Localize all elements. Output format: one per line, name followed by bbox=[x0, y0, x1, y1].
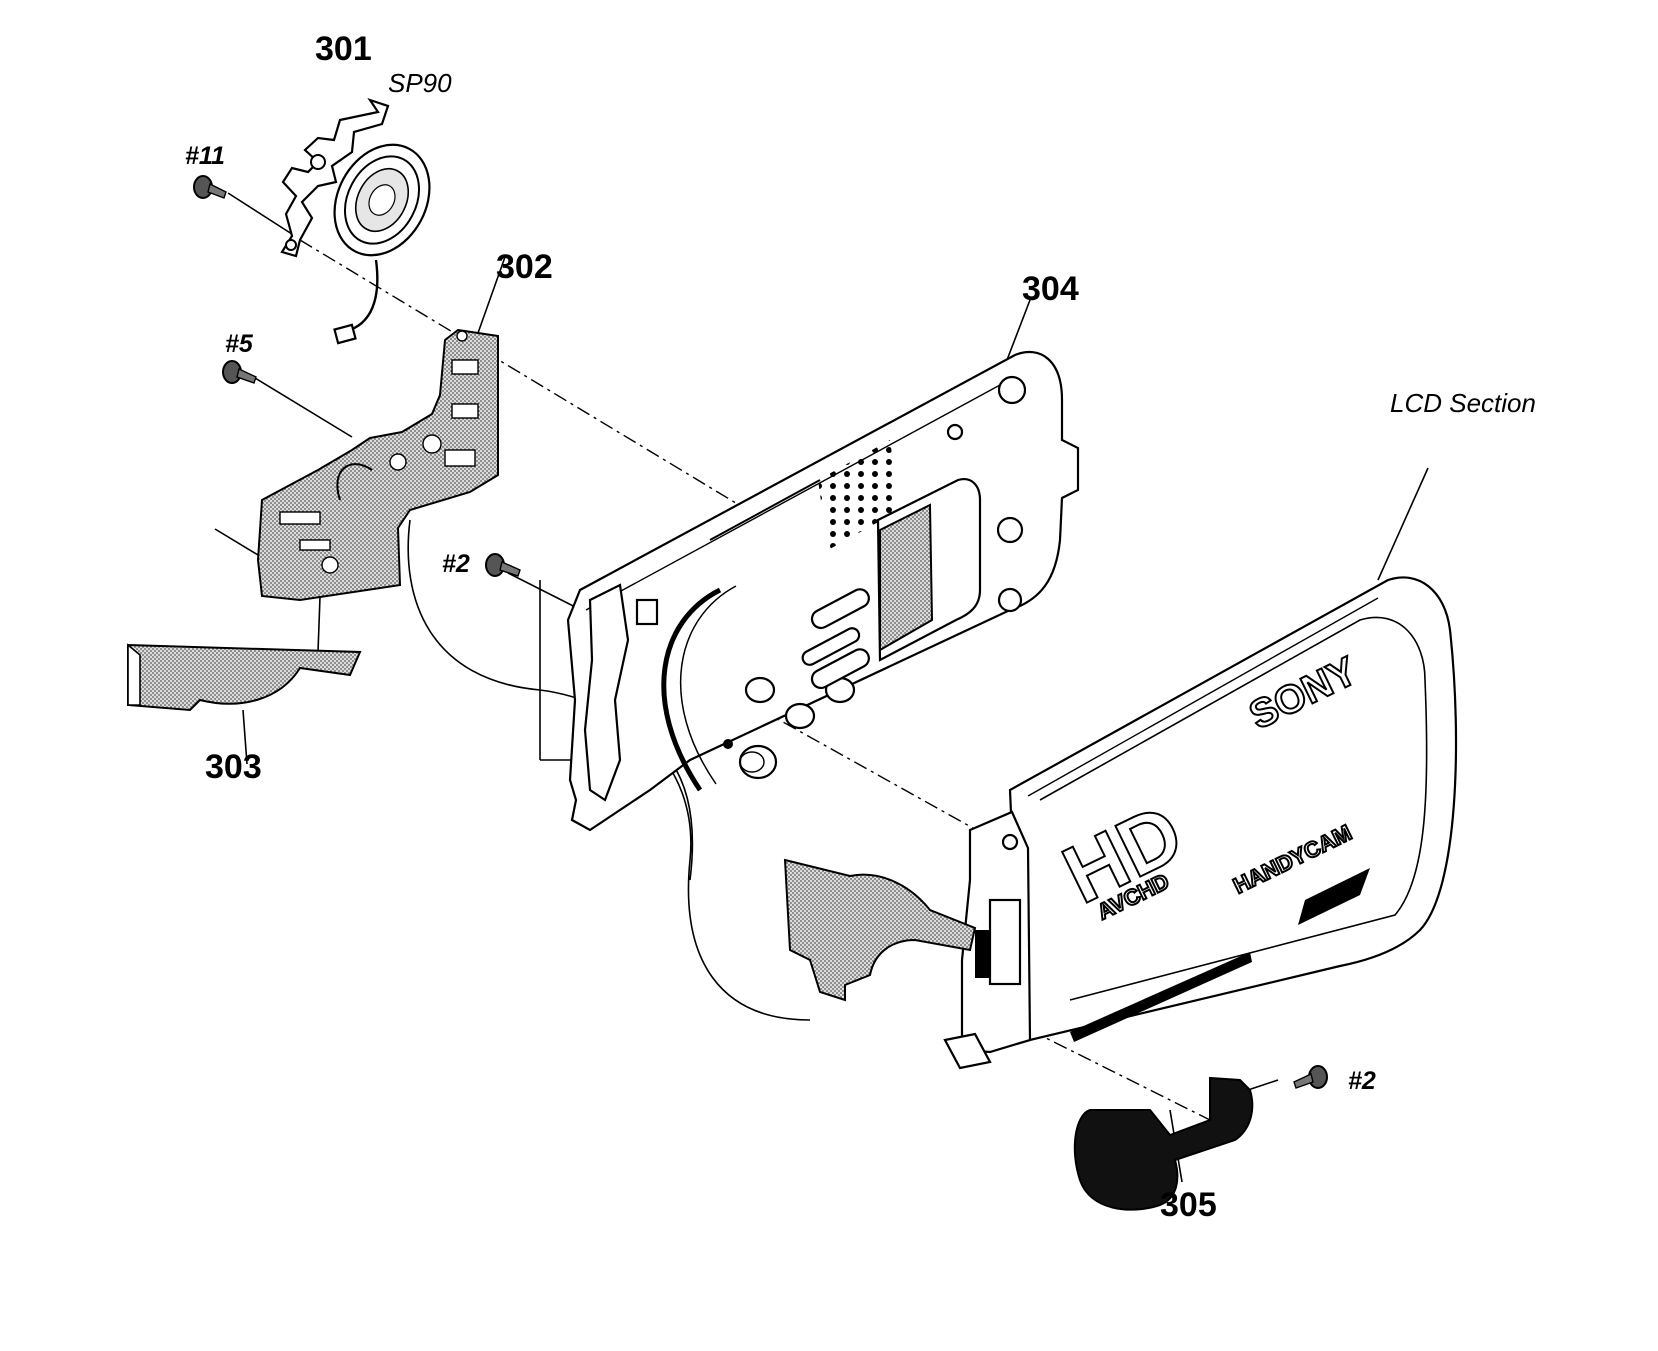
label-screw-2-left: #2 bbox=[442, 550, 470, 578]
label-screw-2-right: #2 bbox=[1348, 1067, 1376, 1095]
housing-buttons bbox=[723, 375, 1027, 780]
label-lcd-section: LCD Section bbox=[1390, 388, 1536, 418]
speaker-sp90 bbox=[333, 143, 431, 345]
screw-labels: #11 #5 #2 #2 SP90 LCD Section bbox=[185, 68, 1536, 1095]
lcd-flex-cable bbox=[783, 858, 977, 1002]
label-301: 301 bbox=[315, 30, 372, 68]
screw-11-icon bbox=[193, 175, 227, 199]
model-stripe bbox=[1070, 952, 1252, 1042]
label-302: 302 bbox=[496, 248, 553, 286]
part-302-board bbox=[256, 328, 499, 602]
part-305-cover bbox=[1073, 1076, 1254, 1211]
part-301-bracket bbox=[280, 97, 390, 258]
label-screw-5: #5 bbox=[225, 330, 254, 358]
part-304-housing bbox=[566, 350, 1080, 832]
label-screw-11: #11 bbox=[185, 142, 225, 170]
label-303: 303 bbox=[205, 748, 262, 786]
label-305: 305 bbox=[1160, 1186, 1217, 1224]
label-304: 304 bbox=[1022, 270, 1079, 308]
label-sp90: SP90 bbox=[388, 68, 452, 98]
logo-mark-icon bbox=[1298, 868, 1370, 925]
part-labels: 301 302 303 304 305 bbox=[205, 30, 1217, 1224]
screw-5-icon bbox=[222, 360, 257, 384]
screw-2-right-icon bbox=[1293, 1065, 1328, 1089]
part-303-sheet bbox=[127, 643, 362, 712]
lcd-section: SONY HD AVCHD HANDYCAM bbox=[943, 576, 1458, 1070]
screw-2-left-icon bbox=[485, 553, 521, 577]
